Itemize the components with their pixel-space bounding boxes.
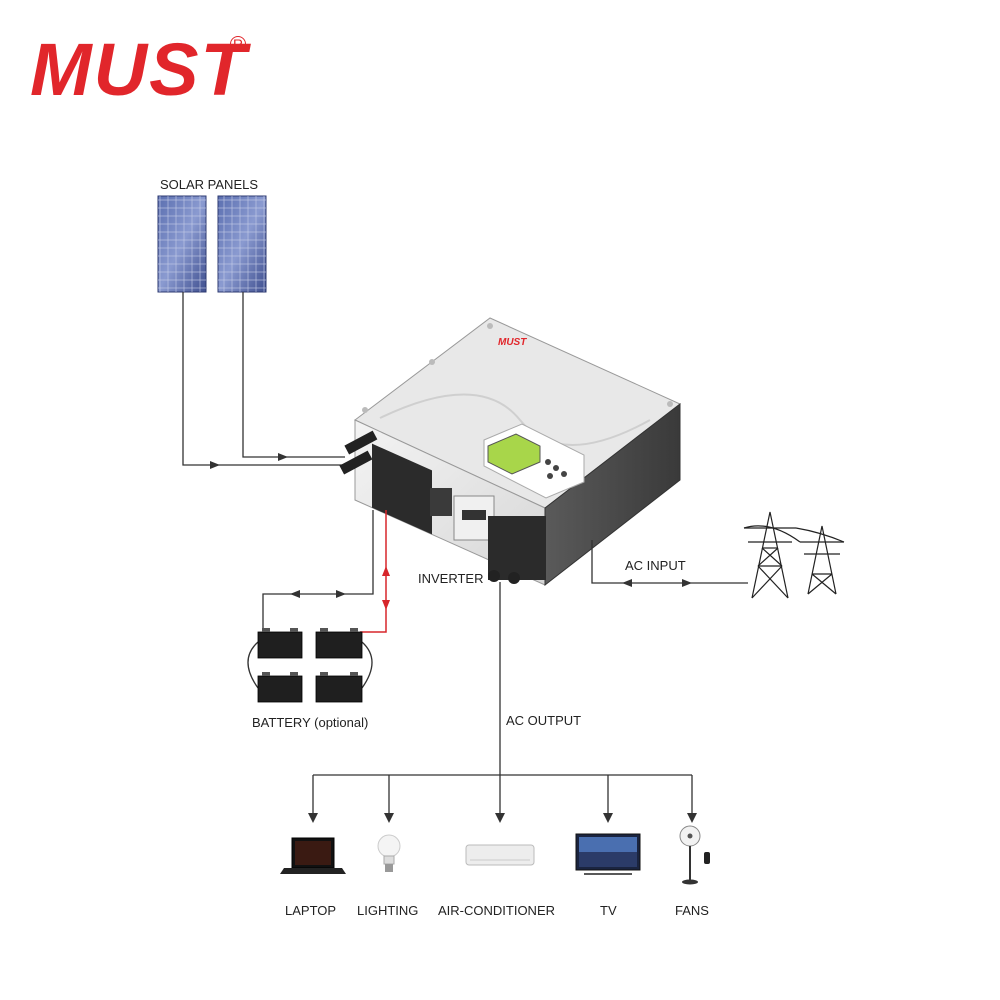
arrow-down-icon [603, 813, 613, 823]
arrow-left-icon [290, 590, 300, 598]
arrow-down-icon [308, 813, 318, 823]
arrow-up-icon [382, 566, 390, 576]
load-label-lighting: LIGHTING [357, 903, 419, 918]
power-tower-icon [743, 511, 845, 599]
load-label-tv: TV [600, 903, 617, 918]
must-logo: MUST R [30, 30, 260, 110]
ac-input-wiring [591, 540, 748, 584]
battery-bank [247, 628, 373, 703]
registered-mark: R [230, 36, 246, 52]
solar-panel-right [217, 195, 267, 293]
light-bulb-icon [377, 834, 401, 872]
inverter-label: INVERTER [418, 571, 484, 586]
logo-text: MUST [30, 28, 248, 111]
arrow-down-icon [384, 813, 394, 823]
ac-output-wiring [312, 582, 693, 815]
arrow-right-icon [210, 461, 220, 469]
inverter-device [339, 317, 681, 587]
ac-input-label: AC INPUT [625, 558, 686, 573]
battery-wiring [262, 510, 374, 632]
lcd-screen [487, 433, 541, 475]
arrow-down-icon [495, 813, 505, 823]
arrow-down-icon [687, 813, 697, 823]
pv-wiring [182, 292, 350, 466]
load-label-laptop: LAPTOP [285, 903, 337, 918]
load-label-air-conditioner: AIR-CONDITIONER [438, 903, 555, 918]
solar-panel-left [157, 195, 207, 293]
battery-positive-line [360, 510, 387, 633]
arrow-right-icon [278, 453, 288, 461]
solar-panels-label: SOLAR PANELS [160, 177, 259, 192]
inverter-brand-text: MUST [498, 337, 527, 348]
ac-output-label: AC OUTPUT [506, 713, 582, 728]
battery-label: BATTERY (optional) [252, 715, 369, 730]
arrow-down-icon [382, 600, 390, 610]
arrow-right-icon [336, 590, 346, 598]
air-conditioner-icon [465, 844, 535, 866]
load-label-fans: FANS [675, 903, 709, 918]
arrow-right-icon [682, 579, 692, 587]
arrow-left-icon [622, 579, 632, 587]
tv-icon [575, 833, 641, 875]
fan-icon [679, 825, 710, 885]
laptop-icon [280, 837, 346, 874]
